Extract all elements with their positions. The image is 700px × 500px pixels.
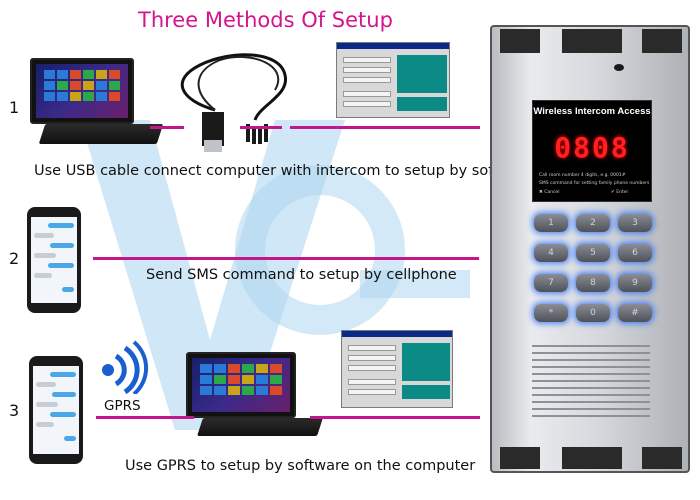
intercom-key-5: 5 [576,244,610,262]
software-window-1 [336,42,450,118]
method-2-number: 2 [9,249,20,268]
intercom-key-8: 8 [576,274,610,292]
laptop-3 [178,348,323,444]
connector-line-1b [240,126,282,129]
intercom-hint-1: Call room number 4 digits, e.g. 0001# [539,173,626,178]
camera-lens-icon [614,64,624,71]
laptop-1 [22,54,164,154]
intercom-panel-title: Wireless Intercom Access [533,106,651,117]
cellphone-3 [29,356,83,464]
usb-cable [180,53,287,152]
intercom-display-panel: Wireless Intercom Access 0808 Call room … [532,100,652,202]
wifi-signal-icon [102,340,149,394]
intercom-digit-display: 0808 [554,131,630,164]
wireless-intercom-device: Wireless Intercom Access 0808 Call room … [490,25,690,473]
method-2-caption: Send SMS command to setup by cellphone [146,267,457,283]
usb-plug [202,112,224,146]
connector-line-3a [96,416,194,419]
method-3-number: 3 [9,401,20,420]
intercom-key-hash: # [618,304,652,322]
connector-line-1c [290,126,480,129]
watermark-ring [235,165,405,335]
connector-line-3b [310,416,480,419]
method-3-caption: Use GPRS to setup by software on the com… [125,458,476,474]
cellphone-2 [27,207,81,313]
intercom-hint-2: SMS command for setting family phone num… [539,181,650,186]
intercom-key-6: 6 [618,244,652,262]
connector-line-1a [150,126,184,129]
page-title: Three Methods Of Setup [138,8,393,32]
method-1-number: 1 [9,98,20,117]
intercom-hint-cancel: ✖ Cancel [539,190,560,195]
intercom-key-4: 4 [534,244,568,262]
software-window-3 [341,330,453,408]
intercom-key-3: 3 [618,214,652,232]
intercom-hint-enter: ✔ Enter [611,190,629,195]
intercom-key-7: 7 [534,274,568,292]
watermark-logo [80,120,470,430]
intercom-key-9: 9 [618,274,652,292]
intercom-key-2: 2 [576,214,610,232]
intercom-key-star: * [534,304,568,322]
watermark-bar [360,270,470,298]
method-1-caption: Use USB cable connect computer with inte… [34,163,535,179]
intercom-key-1: 1 [534,214,568,232]
usb-connector [204,140,222,152]
gprs-label: GPRS [104,398,141,414]
connector-line-2 [93,257,479,260]
intercom-key-0: 0 [576,304,610,322]
